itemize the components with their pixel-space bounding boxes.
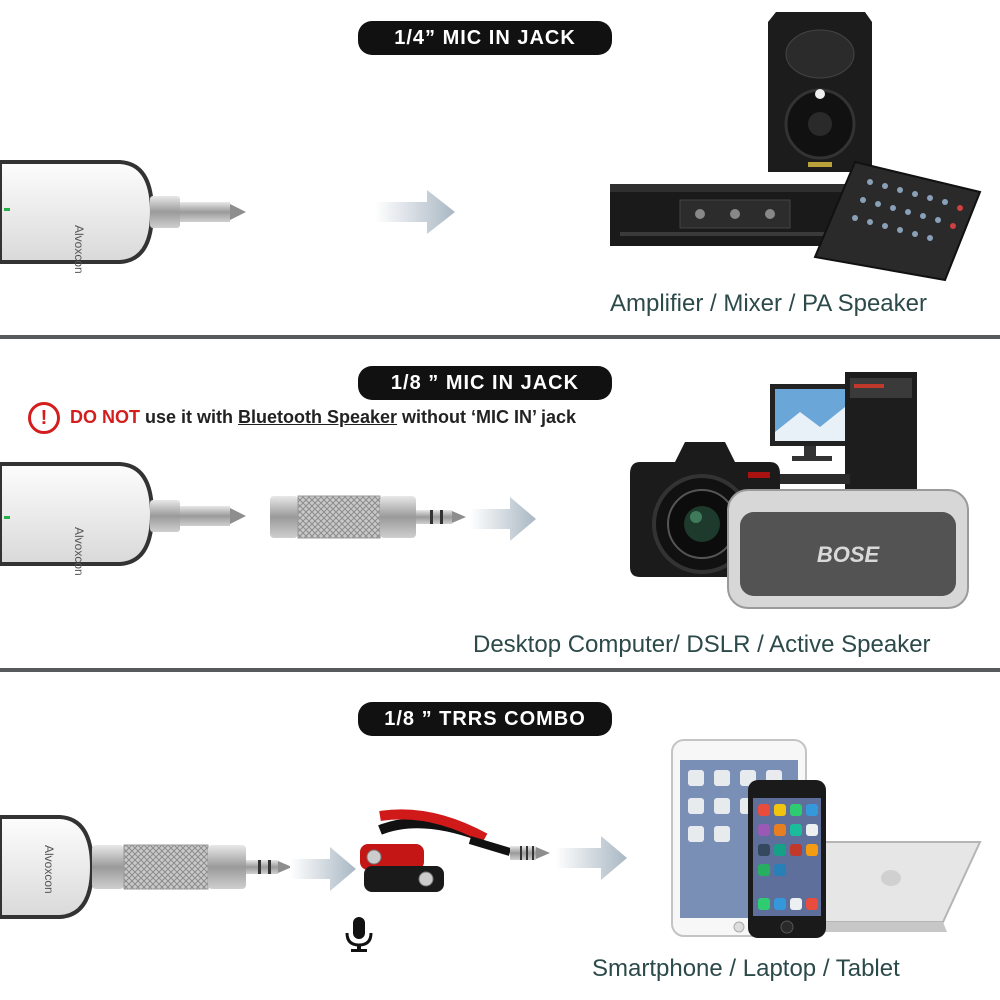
section-2-caption: Desktop Computer/ DSLR / Active Speaker: [473, 631, 931, 658]
section-divider-2: [0, 668, 1000, 672]
arrow-right-icon: [470, 497, 536, 541]
laptop-image: [803, 841, 982, 932]
wireless-transmitter-3: Alvoxcon: [0, 815, 292, 919]
trrs-splitter-cable-image: [360, 809, 550, 892]
speaker-brand-label: BOSE: [817, 542, 881, 567]
section-1-caption: Amplifier / Mixer / PA Speaker: [610, 290, 927, 317]
wireless-transmitter-1: Alvoxcon: [0, 160, 246, 274]
section-divider-1: [0, 335, 1000, 339]
warning-bluetooth-speaker: Bluetooth Speaker: [238, 406, 398, 427]
section-3-title: 1/8 ” TRRS COMBO: [358, 702, 612, 736]
arrow-right-icon: [290, 847, 356, 891]
warning-text-2: without ‘MIC IN’ jack: [397, 406, 577, 427]
arrow-right-icon: [555, 836, 627, 880]
brand-label: Alvoxcon: [72, 527, 86, 576]
brand-label: Alvoxcon: [42, 845, 56, 894]
warning-do-not: DO NOT: [70, 406, 140, 427]
desktop-computer-image: [770, 372, 917, 500]
pa-speaker-image: [768, 12, 872, 172]
section-3-caption: Smartphone / Laptop / Tablet: [592, 955, 900, 982]
section-2-title: 1/8 ” MIC IN JACK: [358, 366, 612, 400]
smartphone-image: [748, 780, 826, 938]
wireless-transmitter-2: Alvoxcon: [0, 462, 246, 576]
warning-message: ! DO NOT use it with Bluetooth Speaker wi…: [28, 402, 576, 434]
exclamation-icon: !: [28, 402, 60, 434]
warning-text-1: use it with: [140, 406, 239, 427]
bluetooth-speaker-image: BOSE: [727, 489, 969, 609]
section-1-title: 1/4” MIC IN JACK: [358, 21, 612, 55]
amplifier-image: [610, 184, 860, 246]
mixer-image: [813, 160, 982, 282]
adapter-image: [270, 495, 466, 539]
arrow-right-icon: [375, 190, 455, 234]
brand-label: Alvoxcon: [72, 225, 86, 274]
microphone-icon: [345, 917, 373, 952]
